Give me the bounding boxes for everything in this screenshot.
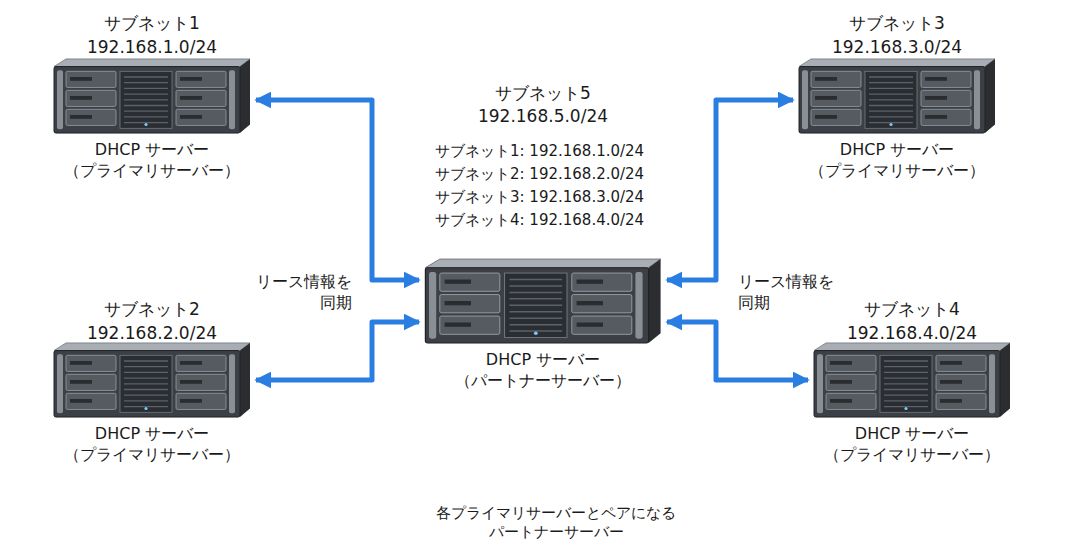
server-illustration	[812, 342, 1012, 418]
server-caption: DHCP サーバー （プライマリサーバー）	[52, 424, 252, 466]
server-caption: DHCP サーバー （パートナーサーバー）	[423, 350, 663, 392]
subnet-ellipse: サブネット3192.168.3.0/24DHCP サーバー （プライマリサーバー…	[737, 0, 1057, 212]
sync-arrow	[256, 322, 419, 380]
subnet-ellipse: サブネット1192.168.1.0/24DHCP サーバー （プライマリサーバー…	[2, 0, 302, 212]
server-caption: DHCP サーバー （プライマリサーバー）	[52, 140, 252, 182]
server-illustration	[797, 58, 997, 134]
subnet-address: 192.168.2.0/24	[2, 322, 302, 344]
callout-text: 各プライマリサーバーとペアになる パートナーサーバー	[429, 504, 684, 543]
subnet-address: 192.168.1.0/24	[2, 36, 302, 58]
subnet-ellipse: サブネット5192.168.5.0/24 サブネット1: 192.168.1.0/…	[343, 68, 743, 500]
subnet-list-item: サブネット3: 192.168.3.0/24	[435, 188, 644, 208]
sync-arrow	[256, 100, 419, 280]
subnet-name: サブネット1	[2, 12, 302, 34]
server-illustration	[52, 342, 252, 418]
server-illustration	[423, 258, 663, 344]
server-illustration	[52, 58, 252, 134]
server-caption: DHCP サーバー （プライマリサーバー）	[797, 140, 997, 182]
subnet-ellipse: サブネット2192.168.2.0/24DHCP サーバー （プライマリサーバー…	[2, 284, 302, 496]
subnet-address: 192.168.4.0/24	[742, 322, 1082, 344]
dhcp-server: DHCP サーバー （プライマリサーバー）	[52, 342, 252, 466]
subnet-name: サブネット3	[737, 12, 1057, 34]
subnet-address: 192.168.5.0/24	[343, 105, 743, 127]
sync-arrow	[667, 100, 793, 280]
subnet-name: サブネット2	[2, 298, 302, 320]
subnet-list-item: サブネット2: 192.168.2.0/24	[435, 165, 644, 185]
sync-arrow	[667, 322, 808, 380]
dhcp-server: DHCP サーバー （プライマリサーバー）	[52, 58, 252, 182]
dhcp-server: DHCP サーバー （プライマリサーバー）	[797, 58, 997, 182]
dhcp-server: DHCP サーバー （プライマリサーバー）	[812, 342, 1012, 466]
server-caption: DHCP サーバー （プライマリサーバー）	[812, 424, 1012, 466]
subnet-list-item: サブネット1: 192.168.1.0/24	[435, 142, 644, 162]
subnet-name: サブネット4	[742, 298, 1082, 320]
subnet-address: 192.168.3.0/24	[737, 36, 1057, 58]
dhcp-server: DHCP サーバー （パートナーサーバー）	[423, 258, 663, 392]
subnet-name: サブネット5	[343, 82, 743, 104]
sync-label: リース情報を 同期	[738, 272, 840, 314]
subnet-ellipse: サブネット4192.168.4.0/24DHCP サーバー （プライマリサーバー…	[742, 284, 1082, 496]
sync-label: リース情報を 同期	[250, 272, 352, 314]
subnet-list-item: サブネット4: 192.168.4.0/24	[435, 211, 644, 231]
callout-box: 各プライマリサーバーとペアになる パートナーサーバー	[396, 494, 716, 552]
